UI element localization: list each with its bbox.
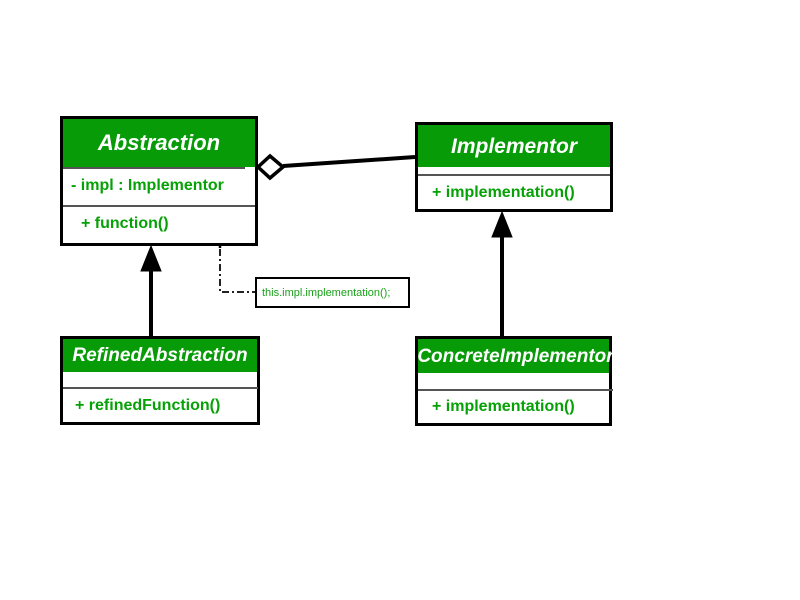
class-title-concrete-implementor-text: ConcreteImplementor bbox=[417, 345, 614, 367]
class-box-abstraction[interactable]: Abstraction - impl : Implementor + funct… bbox=[60, 116, 258, 246]
compartment-divider bbox=[63, 387, 258, 389]
note-box[interactable]: this.impl.implementation(); bbox=[255, 277, 410, 308]
method-function: + function bbox=[81, 215, 158, 232]
aggregation-line bbox=[282, 155, 416, 168]
note-dash-dot-line bbox=[219, 249, 255, 293]
class-attributes-abstraction: - impl : Implementor bbox=[63, 167, 255, 205]
aggregation-hollow-diamond-icon bbox=[255, 153, 286, 181]
method-implementation: + implementation bbox=[432, 398, 565, 415]
note-text: this.impl.implementation(); bbox=[262, 286, 391, 299]
class-title-refined-abstraction: RefinedAbstraction bbox=[63, 339, 257, 372]
compartment-divider bbox=[63, 167, 245, 169]
class-methods-abstraction: + function() bbox=[63, 205, 255, 243]
class-attributes-concrete-implementor bbox=[418, 373, 613, 391]
class-attributes-refined-abstraction bbox=[63, 372, 258, 389]
class-attributes-implementor bbox=[418, 167, 610, 176]
method-function-parens: () bbox=[157, 215, 169, 232]
method-implementation-parens: () bbox=[564, 398, 575, 415]
class-box-concrete-implementor[interactable]: ConcreteImplementor + implementation () bbox=[415, 336, 614, 426]
class-title-abstraction: Abstraction bbox=[63, 119, 255, 167]
class-box-refined-abstraction[interactable]: RefinedAbstraction + refinedFunction() bbox=[60, 336, 260, 425]
generalization-connector-concrete[interactable] bbox=[491, 210, 513, 336]
class-title-implementor: Implementor bbox=[418, 125, 610, 167]
solid-arrowhead-icon bbox=[491, 210, 513, 238]
method-implementation: + implementation bbox=[432, 183, 565, 201]
compartment-divider bbox=[63, 205, 255, 207]
class-methods-implementor: + implementation () bbox=[418, 176, 610, 209]
attribute-impl: - impl : Implementor bbox=[71, 177, 224, 194]
solid-arrowhead-icon bbox=[140, 244, 162, 272]
compartment-divider bbox=[418, 174, 610, 176]
method-implementation-parens: () bbox=[564, 183, 575, 201]
class-methods-concrete-implementor: + implementation () bbox=[418, 391, 609, 423]
compartment-divider bbox=[418, 389, 613, 391]
class-title-concrete-implementor: ConcreteImplementor bbox=[417, 339, 614, 373]
class-methods-refined-abstraction: + refinedFunction() bbox=[63, 389, 257, 422]
class-box-implementor[interactable]: Implementor + implementation () bbox=[415, 122, 613, 212]
aggregation-connector[interactable] bbox=[255, 153, 416, 181]
method-refined-function: + refinedFunction() bbox=[75, 396, 221, 414]
generalization-connector-refined[interactable] bbox=[140, 244, 162, 336]
